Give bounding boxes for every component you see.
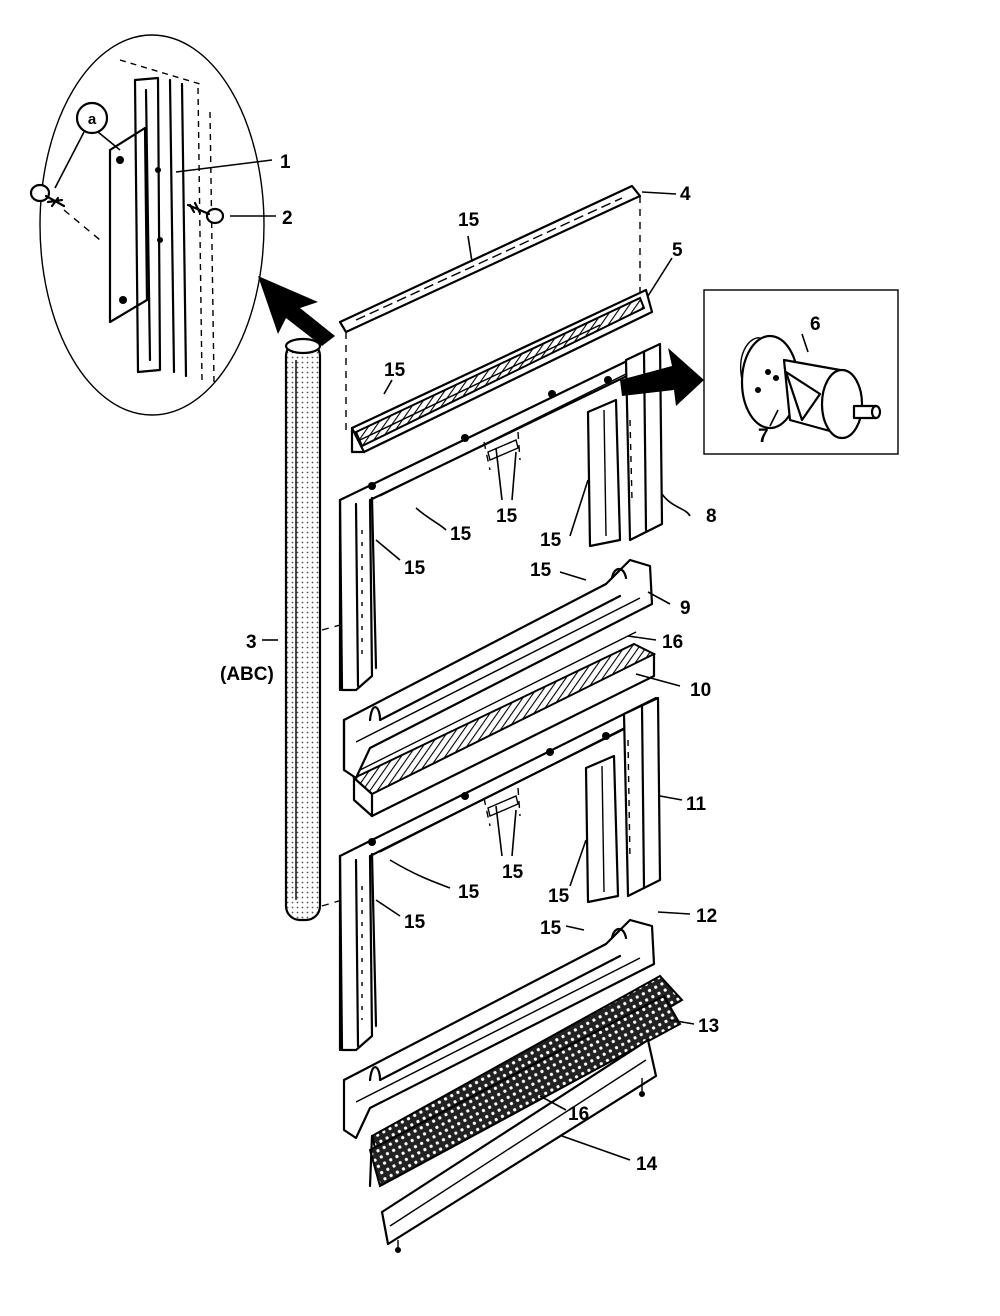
callout-15-lower-frame-c: 15 bbox=[548, 886, 570, 907]
callout-4: 4 bbox=[680, 184, 691, 205]
callout-12: 12 bbox=[696, 906, 717, 927]
hinge-detail-inset: a bbox=[29, 34, 265, 416]
callout-8: 8 bbox=[706, 506, 717, 527]
callout-10: 10 bbox=[690, 680, 711, 701]
top-trim-strip bbox=[338, 184, 642, 430]
callout-2: 2 bbox=[282, 208, 293, 229]
kick-plate bbox=[380, 1038, 658, 1253]
callout-15-upper-frame-d: 15 bbox=[404, 558, 426, 579]
callout-16-upper: 16 bbox=[662, 632, 683, 653]
upper-bottom-rail bbox=[342, 558, 654, 780]
callout-15-upper-rail: 15 bbox=[530, 560, 552, 581]
callout-labels: 1 2 4 15 5 6 7 15 8 15 15 15 15 15 9 16 … bbox=[220, 152, 821, 1175]
callout-7: 7 bbox=[758, 426, 769, 447]
callout-15-upper-frame-c: 15 bbox=[540, 530, 562, 551]
callout-1: 1 bbox=[280, 152, 291, 173]
lower-frame bbox=[338, 696, 662, 1052]
mesh-filter bbox=[368, 974, 684, 1188]
lower-bottom-rail bbox=[342, 918, 656, 1140]
callout-15-upper-frame-a: 15 bbox=[450, 524, 472, 545]
callout-15-upper-frame-b: 15 bbox=[496, 506, 518, 527]
callout-9: 9 bbox=[680, 598, 691, 619]
hinge-rod bbox=[284, 337, 343, 922]
knob-detail-inset bbox=[620, 289, 899, 455]
upper-bracket bbox=[350, 288, 654, 454]
callout-11: 11 bbox=[686, 794, 707, 815]
callout-a: a bbox=[88, 111, 97, 128]
callout-3-sub: (ABC) bbox=[220, 664, 274, 685]
callout-3: 3 bbox=[246, 632, 257, 653]
callout-14: 14 bbox=[636, 1154, 658, 1175]
hinge-screw-left bbox=[29, 183, 66, 208]
upper-gasket bbox=[352, 631, 657, 818]
callout-16-lower: 16 bbox=[568, 1104, 589, 1125]
callout-15-lower-frame-d: 15 bbox=[404, 912, 426, 933]
hinge-screw-right bbox=[186, 201, 225, 225]
callout-6: 6 bbox=[810, 314, 821, 335]
inset-pointer-arrow bbox=[258, 276, 335, 346]
callout-15-lower-rail: 15 bbox=[540, 918, 562, 939]
callout-15-lower-frame-b: 15 bbox=[502, 862, 524, 883]
callout-5: 5 bbox=[672, 240, 683, 261]
callout-15-upper-bracket: 15 bbox=[384, 360, 406, 381]
callout-15-top-strip: 15 bbox=[458, 210, 480, 231]
leader-lines bbox=[175, 159, 809, 1161]
callout-a-circle bbox=[75, 101, 109, 135]
callout-15-lower-frame-a: 15 bbox=[458, 882, 480, 903]
callout-13: 13 bbox=[698, 1016, 719, 1037]
